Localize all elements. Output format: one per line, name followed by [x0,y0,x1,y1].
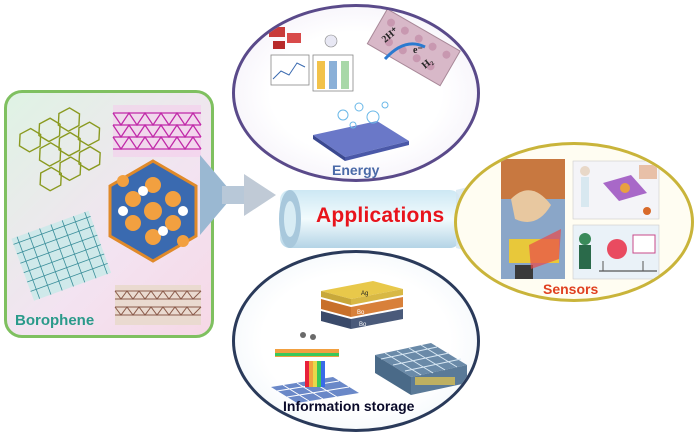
storage-illustrations: Ag Bo Bo [271,281,467,403]
borophene-structures [11,105,202,325]
energy-label: Energy [332,162,380,178]
energy-panel: 2H⁺ e⁻ H₂ [232,4,480,182]
borophene-label: Borophene [15,312,95,329]
yellow-lattice [18,107,101,192]
magenta-lattice [112,105,202,157]
reaction-label-2: e⁻ [413,45,423,56]
sensors-illustrations [501,159,660,280]
her-lattice [366,8,461,87]
layer-label-3: Bo [359,322,367,328]
information-storage-panel: Ag Bo Bo [232,250,480,432]
energy-chart [269,27,354,92]
rainbow-bars [305,361,325,387]
sensor-human [572,160,660,220]
memory-array [271,332,359,403]
brown-lattice [114,285,202,325]
catalyst-sheet [313,101,409,161]
sensor-gas [572,224,660,280]
layer-label-2: Bo [357,310,365,316]
arrow-icon [200,155,276,235]
borophene-panel: Borophene [4,90,214,338]
information-storage-label: Information storage [283,398,415,414]
applications-label: Applications [316,204,445,227]
sensors-panel [454,142,694,302]
teal-lattice [11,210,112,301]
sensors-label: Sensors [543,281,599,297]
crossbar-device [375,343,467,395]
layered-device: Ag Bo Bo [321,281,403,329]
energy-illustrations: 2H⁺ e⁻ H₂ [269,8,461,161]
sensor-photo [501,159,565,279]
layer-label-1: Ag [361,291,368,297]
hexagon-lattice [108,159,198,263]
